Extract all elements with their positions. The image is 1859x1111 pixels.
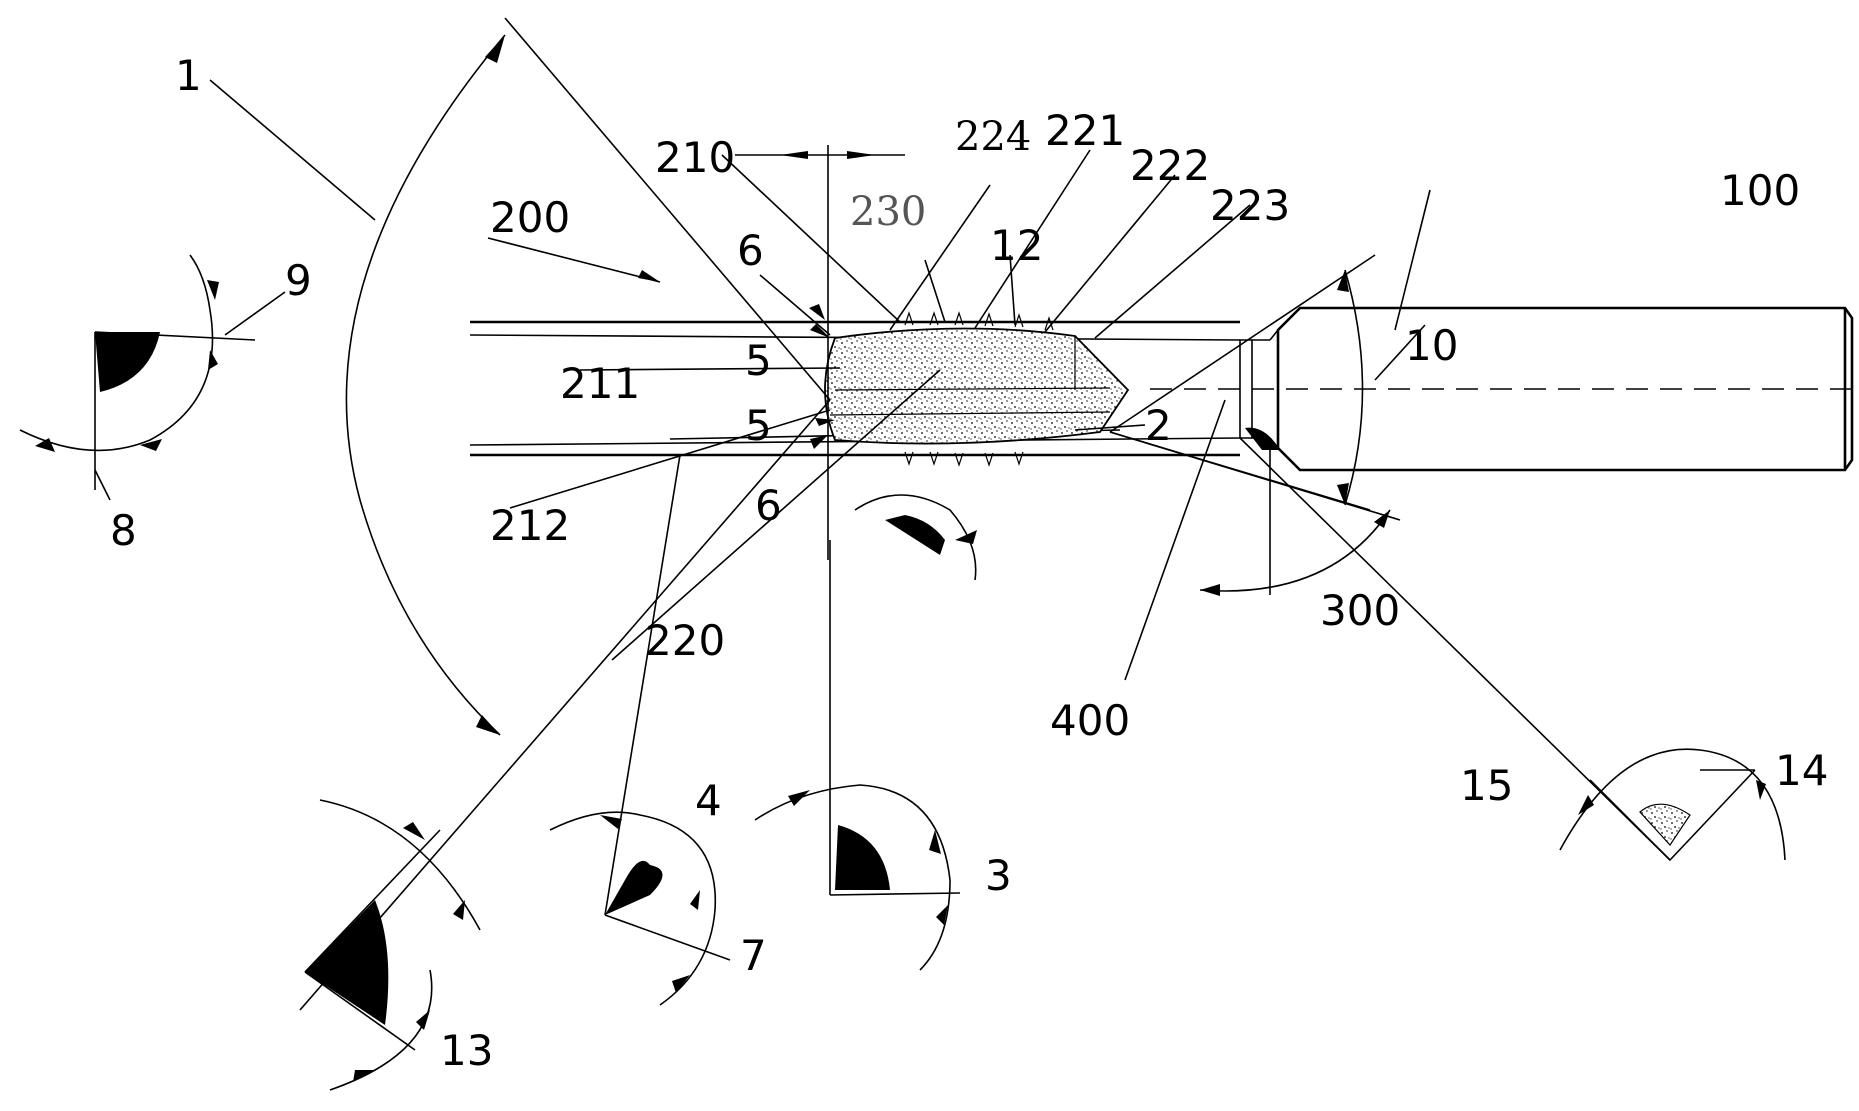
sector-below-head (855, 495, 977, 580)
label-212: 212 (490, 501, 570, 550)
label-13: 13 (440, 1026, 493, 1075)
cutting-head (825, 313, 1128, 465)
label-8: 8 (110, 506, 137, 555)
label-9: 9 (285, 256, 312, 305)
label-12: 12 (990, 221, 1043, 270)
label-100: 100 (1720, 166, 1800, 215)
label-6-lower: 6 (755, 481, 782, 530)
label-400: 400 (1050, 696, 1130, 745)
label-15: 15 (1460, 761, 1513, 810)
label-224: 224 (955, 114, 1031, 160)
label-222: 222 (1130, 141, 1210, 190)
label-221: 221 (1045, 106, 1125, 155)
label-220: 220 (645, 616, 725, 665)
detail-leader (1240, 438, 1670, 860)
label-3: 3 (985, 851, 1012, 900)
label-5-lower: 5 (745, 401, 772, 450)
label-4: 4 (695, 776, 722, 825)
label-2: 2 (1145, 401, 1172, 450)
label-211: 211 (560, 359, 640, 408)
label-10: 10 (1405, 321, 1458, 370)
label-223: 223 (1210, 181, 1290, 230)
label-6-upper: 6 (737, 226, 764, 275)
label-7: 7 (740, 931, 767, 980)
label-14: 14 (1775, 746, 1828, 795)
label-5-upper: 5 (745, 336, 772, 385)
detail-3 (755, 540, 960, 970)
angle-300 (1200, 428, 1390, 596)
detail-14-15 (1560, 749, 1785, 860)
detail-8-9 (20, 255, 285, 500)
label-210: 210 (655, 133, 735, 182)
label-1: 1 (175, 51, 202, 100)
label-230: 230 (850, 189, 926, 235)
right-angle-lines (1110, 255, 1400, 520)
label-200: 200 (490, 193, 570, 242)
detail-4-7 (550, 455, 730, 1005)
shank (1150, 308, 1852, 470)
label-300: 300 (1320, 586, 1400, 635)
